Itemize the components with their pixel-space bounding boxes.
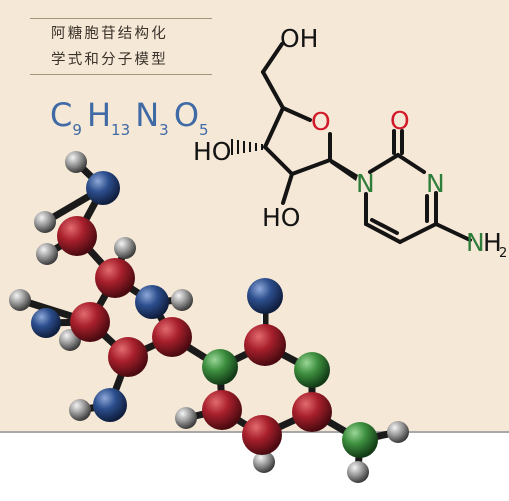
hydrogen-atom [347, 461, 369, 483]
label-amine-n: N [466, 228, 485, 257]
nitrogen-atom [294, 352, 330, 388]
hydrogen-atom [171, 289, 193, 311]
hydrogen-atom [114, 237, 136, 259]
label-ring-oxygen: O [311, 107, 331, 136]
oxygen-atom [247, 278, 283, 314]
caption-block: 阿糖胞苷结构化 学式和分子模型 [30, 18, 212, 76]
formula-subscript: 5 [199, 121, 209, 139]
wedge-bond [330, 158, 358, 181]
bond [281, 172, 294, 205]
hydrogen-atom [69, 399, 91, 421]
bond [290, 158, 332, 176]
hydrogen-atom [387, 421, 409, 443]
carbon-atom [152, 317, 192, 357]
label-n1: N [356, 169, 375, 198]
hydrogen-atom [34, 211, 56, 233]
model-atoms [9, 151, 409, 483]
hydrogen-atom [175, 407, 197, 429]
label-n3: N [426, 169, 445, 198]
carbon-atom [202, 390, 242, 430]
hydrogen-atom [253, 451, 275, 473]
formula-element: O [173, 96, 199, 134]
formula-subscript: 9 [72, 121, 82, 139]
carbon-atom [108, 337, 148, 377]
caption-line-1: 阿糖胞苷结构化 [51, 26, 168, 42]
structural-formula [261, 42, 332, 205]
carbon-atom [70, 302, 110, 342]
hydrogen-atom [9, 289, 31, 311]
label-amine-h: H [483, 228, 502, 257]
formula-element: N [135, 96, 160, 134]
bond [261, 70, 285, 110]
oxygen-atom [31, 308, 61, 338]
caption-rule-bottom [30, 74, 212, 75]
oxygen-atom [93, 388, 127, 422]
carbon-atom [244, 324, 286, 366]
pyrimidine-ring [364, 129, 472, 244]
carbon-atom [57, 216, 97, 256]
hydrogen-atom [65, 151, 87, 173]
formula-element: H [86, 96, 112, 134]
hydrogen-atom [36, 243, 58, 265]
label-ho-left: HO [193, 137, 231, 166]
label-oh-top: OH [280, 24, 318, 53]
caption-line-2: 学式和分子模型 [51, 52, 168, 68]
caption-rule-top [30, 18, 212, 19]
formula-subscript: 3 [159, 121, 169, 139]
oxygen-atom [86, 171, 120, 205]
ball-and-stick-model [9, 151, 409, 483]
formula-element: C [50, 96, 73, 134]
carbon-atom [242, 415, 282, 455]
carbon-atom [292, 392, 332, 432]
oxygen-atom [135, 285, 169, 319]
bond [263, 106, 285, 149]
bond [281, 106, 312, 122]
bond [263, 145, 294, 176]
atom-labels: OH O HO HO N O N N H 2 [193, 24, 507, 261]
molecular-formula: C9 H13 N3 O5 [50, 96, 209, 139]
label-ho-bottom: HO [262, 203, 300, 232]
nitrogen-atom [342, 422, 378, 458]
formula-subscript: 13 [111, 121, 131, 139]
bond [261, 42, 284, 74]
nitrogen-atom [202, 349, 238, 385]
hashed-bond [231, 139, 263, 155]
carbon-atom [95, 258, 135, 298]
label-amine-sub: 2 [499, 246, 507, 261]
label-carbonyl-oxygen: O [390, 106, 410, 135]
